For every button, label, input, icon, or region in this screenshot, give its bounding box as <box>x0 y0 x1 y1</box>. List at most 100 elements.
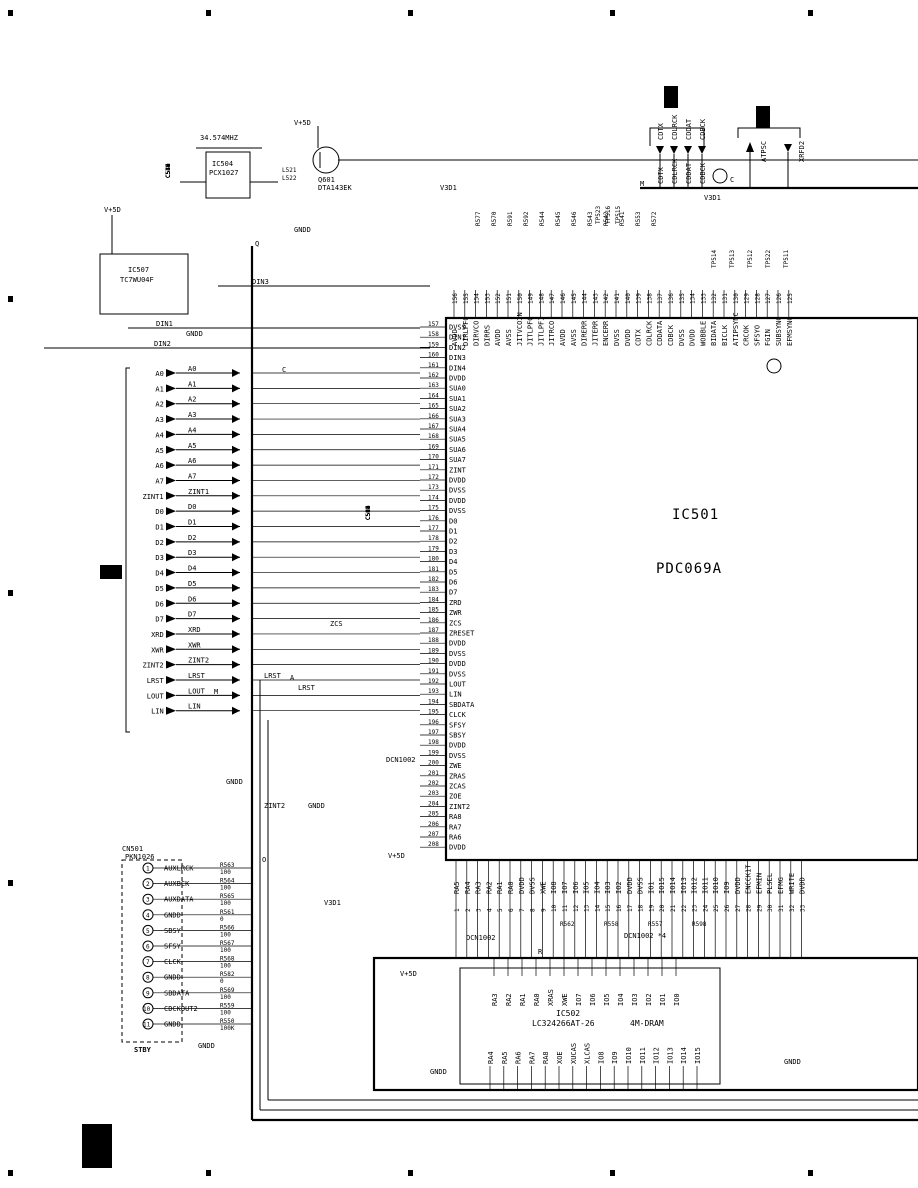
pin-name: IO10 <box>712 877 720 894</box>
dram-pin: RA8 <box>542 1051 550 1090</box>
pin-number: 24 <box>702 904 709 912</box>
component-ref: TP513 <box>729 250 736 268</box>
pin-name: DVDD <box>449 660 466 668</box>
pin-name: DVDD <box>624 329 632 346</box>
pin-number: 187 <box>428 627 439 634</box>
svg-text:C: C <box>282 366 286 374</box>
pin-name: WRITE <box>788 873 796 894</box>
dram-pin: IO4 <box>617 958 625 1006</box>
pin-name: D1 <box>449 528 457 536</box>
pin-name: IO3 <box>631 993 639 1006</box>
pin-name: D4 <box>449 558 457 566</box>
svg-text:CDLRCK: CDLRCK <box>671 158 679 184</box>
pin-name: GNDD <box>164 974 181 982</box>
pin-number: 162 <box>428 372 439 379</box>
pin-name: DIRLPF0 <box>462 316 470 346</box>
dram-pin: XRAS <box>547 958 555 1006</box>
pin-number: 169 <box>428 443 439 450</box>
pin-number: 207 <box>428 831 439 838</box>
pin-number: 159 <box>428 341 439 348</box>
pin-number: 9 <box>540 908 547 912</box>
pin-number: 151 <box>506 293 513 304</box>
pin-name: AVSS <box>570 329 578 346</box>
pin-number: 32 <box>789 904 796 912</box>
pin-name: DVDD <box>689 329 697 346</box>
signal-label: A6 <box>155 462 163 470</box>
pin-number: 138 <box>646 293 653 304</box>
signal-net-label: A1 <box>188 380 196 388</box>
component-ref: C567 <box>365 505 372 520</box>
pin-name: DVDD <box>449 742 466 750</box>
pin-name: EFMIN <box>755 873 763 894</box>
component-ref: C550 <box>165 163 172 178</box>
svg-text:V3D1: V3D1 <box>704 194 721 202</box>
pin-number: 146 <box>560 293 567 304</box>
resistor-ref: R565 <box>220 893 235 900</box>
svg-text:CDDAT: CDDAT <box>685 118 693 140</box>
pin-number: 178 <box>428 535 439 542</box>
pin-name: AVDD <box>559 329 567 346</box>
pin-number: 7 <box>146 959 150 966</box>
svg-text:LRST: LRST <box>298 684 316 692</box>
pin-number: 11 <box>143 1022 151 1029</box>
pin-number: 139 <box>636 293 643 304</box>
pin-name: IO13 <box>666 1047 674 1064</box>
resistor-value: 100 <box>220 885 231 892</box>
pin-name: ZCAS <box>449 783 466 791</box>
pin-name: DVSS <box>449 650 466 658</box>
pin-name: DIN2 <box>449 344 466 352</box>
dram-pin: RA5 <box>501 1051 509 1090</box>
dram-pin: IO6 <box>589 958 597 1006</box>
pin-number: 131 <box>722 293 729 304</box>
pin-name: SUA5 <box>449 436 466 444</box>
pin-number: 30 <box>767 904 774 912</box>
pin-name: D3 <box>449 548 457 556</box>
pin-name: AUXLRCK <box>164 865 194 873</box>
signal-label: D6 <box>155 600 163 608</box>
signal-net-label: A3 <box>188 411 196 419</box>
ic502-ref: IC502 <box>556 1009 580 1018</box>
resistor-ref: R561 <box>220 909 235 916</box>
pin-number: 1 <box>454 908 461 912</box>
signal-label: A2 <box>155 401 163 409</box>
pin-name: JITVCOIN <box>516 312 524 346</box>
pin-number: 28 <box>746 904 753 912</box>
pin-name: D5 <box>449 568 457 576</box>
pin-number: 5 <box>146 928 150 935</box>
pin-number: 175 <box>428 505 439 512</box>
pin-number: 17 <box>627 904 634 912</box>
pin-name: RA8 <box>449 813 462 821</box>
pin-number: 176 <box>428 515 439 522</box>
signal-label: XWR <box>151 646 164 654</box>
pin-name: SFSYO <box>753 325 761 346</box>
dram-pin: IO12 <box>653 1047 661 1090</box>
pin-name: EFMG <box>777 877 785 894</box>
pin-number: 133 <box>700 293 707 304</box>
q601: Q601 DTA143EK V+5D <box>294 119 918 192</box>
